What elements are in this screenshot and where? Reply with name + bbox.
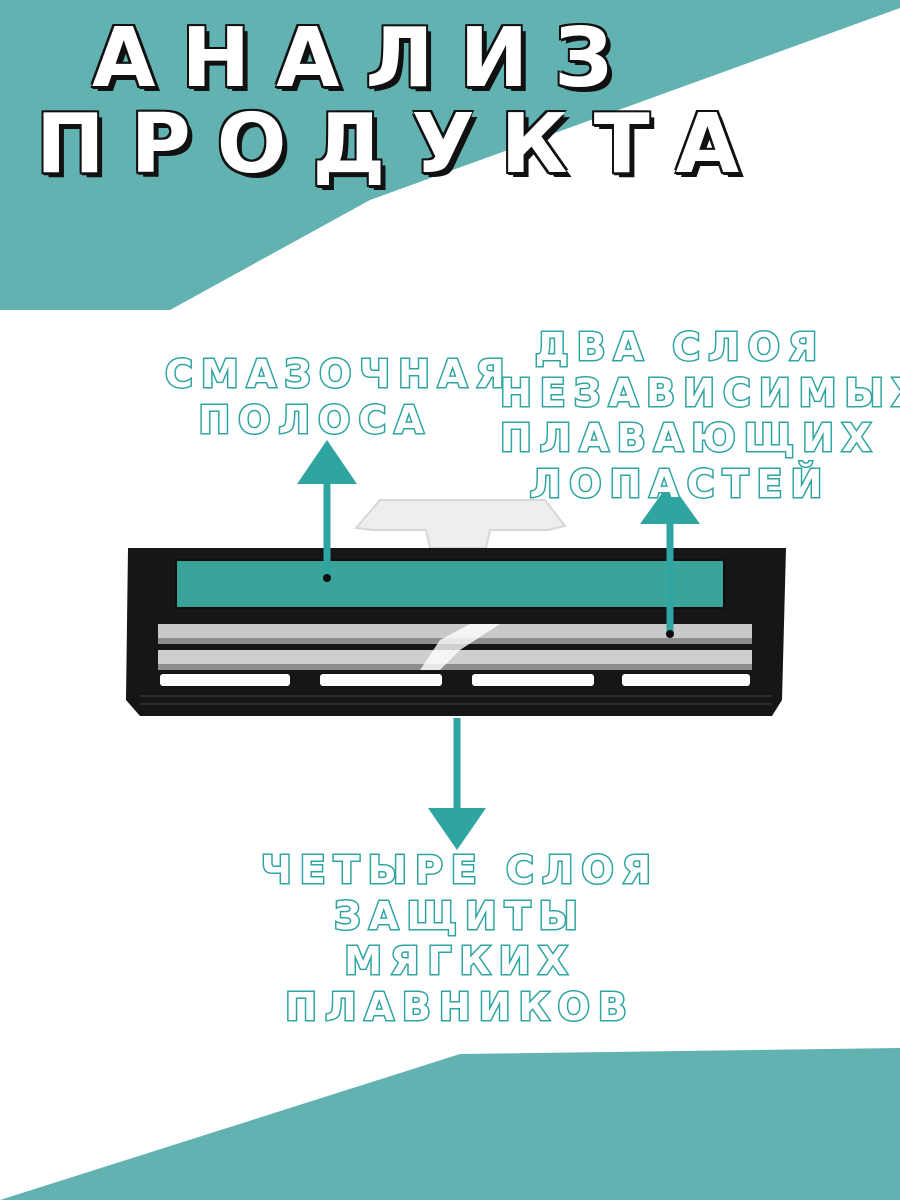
fins-label-line2: ЗАЩИТЫ МЯГКИХ	[333, 892, 586, 985]
fins-label-line3: ПЛАВНИКОВ	[284, 983, 635, 1030]
lube-strip-label: СМАЗОЧНАЯ ПОЛОСА	[164, 351, 513, 444]
lube-strip-label-line2: ПОЛОСА	[197, 396, 432, 443]
bottom-teal-banner	[0, 1048, 900, 1200]
blades-label-line2: НЕЗАВИСИМЫХ	[499, 369, 900, 416]
blades-label-line4: ЛОПАСТЕЙ	[528, 460, 831, 507]
top-teal-banner	[0, 0, 900, 310]
fins-label-line1: ЧЕТЫРЕ СЛОЯ	[259, 847, 659, 894]
page-title-line2: ПРОДУКТА	[36, 97, 766, 192]
lube-strip-label-line1: СМАЗОЧНАЯ	[164, 351, 513, 398]
fins-label: ЧЕТЫРЕ СЛОЯ ЗАЩИТЫ МЯГКИХ ПЛАВНИКОВ	[240, 847, 680, 1031]
page-title-line1: АНАЛИЗ	[92, 11, 639, 106]
blades-label-line1: ДВА СЛОЯ	[533, 324, 826, 371]
blades-label-line3: ПЛАВАЮЩИХ	[499, 415, 880, 462]
blades-label: ДВА СЛОЯ НЕЗАВИСИМЫХ ПЛАВАЮЩИХ ЛОПАСТЕЙ	[499, 324, 900, 508]
